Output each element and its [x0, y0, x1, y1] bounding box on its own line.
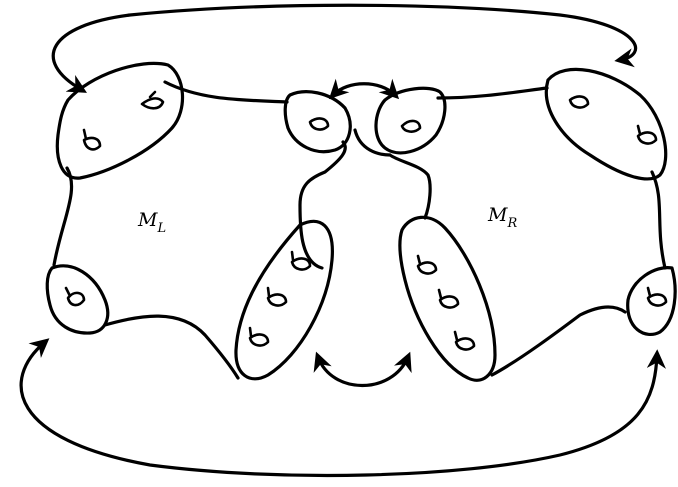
manifold-left [54, 82, 345, 378]
gluing-arrow-top [53, 5, 635, 90]
gluing-arrow-bottom [21, 342, 657, 475]
handle-icon [310, 119, 328, 130]
label-m-right: MR [487, 204, 517, 231]
handle-icon [570, 97, 588, 108]
handle-icon [66, 288, 84, 305]
handle-icon [84, 130, 100, 149]
gluing-arrow-center-top [333, 84, 395, 95]
manifold-left-boundary [54, 82, 345, 378]
handle-icon [402, 121, 420, 132]
handle-icon [250, 328, 268, 345]
handle-icon [648, 288, 666, 305]
handle-icon [418, 256, 436, 273]
left-inner-top-disk [285, 92, 350, 152]
right-inner-bottom-disk [400, 217, 495, 380]
handle-icon [142, 92, 163, 108]
gluing-arrow-center-bottom [318, 357, 408, 386]
handle-icon [455, 332, 474, 349]
handle-icon [439, 290, 458, 307]
left-inner-bottom-disk [236, 221, 332, 379]
right-top-disk [546, 69, 665, 179]
label-m-left: ML [137, 209, 166, 236]
right-bottom-disk [628, 268, 675, 335]
left-bottom-disk [47, 266, 108, 333]
left-top-disk [57, 63, 182, 178]
handle-icon [638, 126, 656, 143]
right-inner-top-disk [376, 88, 445, 153]
handle-icon [268, 288, 286, 305]
